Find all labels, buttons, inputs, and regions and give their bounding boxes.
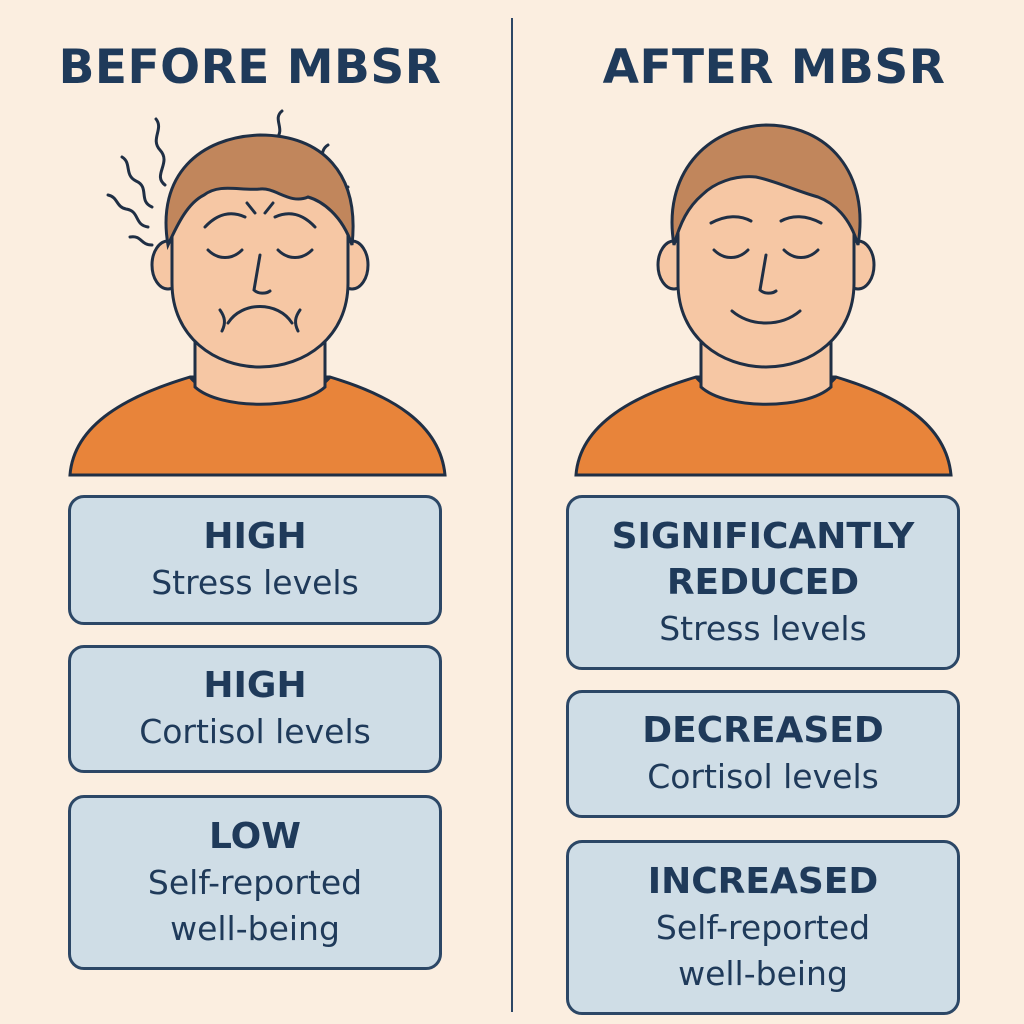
stressed-person-icon [68,109,447,477]
before-stress-card: HIGH Stress levels [68,495,442,625]
after-stress-metric: Stress levels [659,608,867,648]
after-wellbeing-metric: Self-reported well-being [655,907,871,993]
after-stress-card: SIGNIFICANTLY REDUCED Stress levels [566,495,960,670]
before-stress-metric: Stress levels [151,563,359,602]
before-cortisol-level: HIGH [203,665,307,706]
before-wellbeing-level: LOW [209,815,301,857]
after-cortisol-level: DECREASED [642,710,884,751]
before-stress-level: HIGH [203,516,307,557]
after-wellbeing-card: INCREASED Self-reported well-being [566,840,960,1015]
after-wellbeing-level: INCREASED [647,860,879,902]
center-divider [511,18,513,1012]
after-cortisol-metric: Cortisol levels [647,757,879,796]
after-cortisol-card: DECREASED Cortisol levels [566,690,960,818]
calm-person-icon [574,123,953,477]
before-cortisol-card: HIGH Cortisol levels [68,645,442,773]
before-wellbeing-metric: Self-reported well-being [147,862,363,948]
after-stress-level: SIGNIFICANTLY REDUCED [611,515,915,603]
after-title: AFTER MBSR [602,40,946,95]
before-cortisol-metric: Cortisol levels [139,712,371,751]
before-title: BEFORE MBSR [58,40,442,95]
before-wellbeing-card: LOW Self-reported well-being [68,795,442,970]
